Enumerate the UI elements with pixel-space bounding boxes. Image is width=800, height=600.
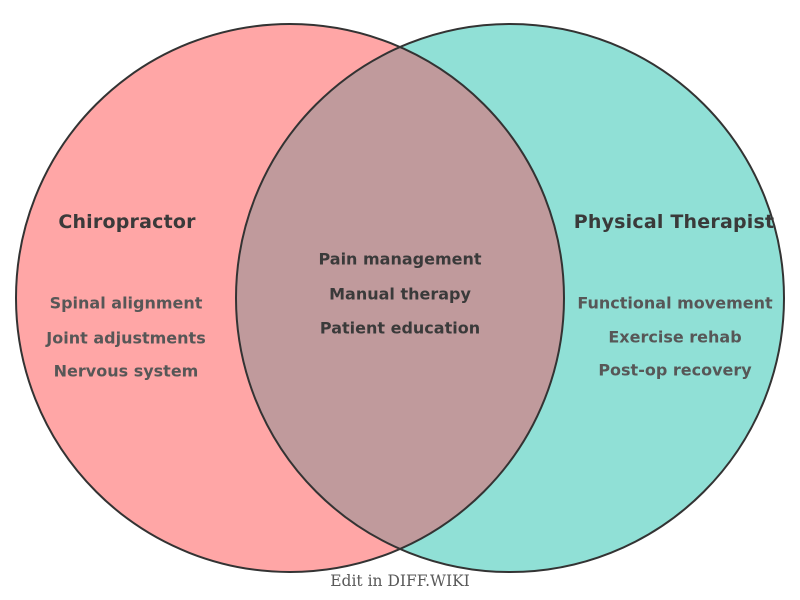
overlap-region xyxy=(235,47,565,549)
left-item: Joint adjustments xyxy=(46,328,206,348)
right-item: Exercise rehab xyxy=(608,327,742,347)
edit-link[interactable]: Edit in DIFF.WIKI xyxy=(330,572,470,590)
overlap-item: Pain management xyxy=(318,249,482,269)
left-circle-title: Chiropractor xyxy=(58,211,196,233)
right-item: Functional movement xyxy=(577,293,773,313)
left-circle-outline xyxy=(15,23,565,573)
right-item: Post-op recovery xyxy=(598,360,752,380)
right-circle-title: Physical Therapist xyxy=(573,211,775,233)
right-circle-outline xyxy=(235,23,785,573)
overlap-item: Manual therapy xyxy=(329,284,471,304)
left-item: Nervous system xyxy=(53,361,199,381)
left-item: Spinal alignment xyxy=(49,293,203,313)
overlap-item: Patient education xyxy=(319,318,481,338)
